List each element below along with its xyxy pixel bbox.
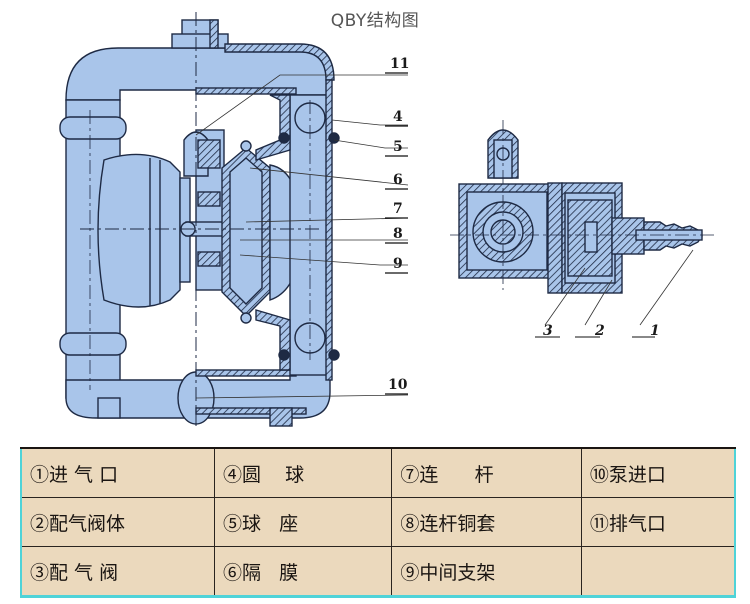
callout-7: 7 [393,201,403,217]
callout-5: 5 [393,139,403,155]
diagram-title: QBY结构图 [330,11,420,31]
right-pipe-wall [325,79,333,381]
valve-detail-view [450,120,715,294]
table-row: ①进 气 口 ④圆 球 ⑦连 杆 ⑩泵进口 [21,447,735,498]
pump-cross-section-diagram: 11 4 5 6 7 8 9 10 [59,12,715,430]
diaphragm-clamp-bottom [240,312,252,324]
left-pipe-collar-bottom [59,332,127,356]
part-11-exhaust: ⑪排气口 [580,497,735,547]
inlet-hatched-top [195,369,297,377]
valve-leader-lines [535,249,694,338]
valve-callouts: 3 2 1 [543,323,660,339]
callout-11: 11 [390,56,409,72]
part-10-pump-inlet: ⑩泵进口 [580,447,735,498]
manifold-hatched-inner [195,87,297,95]
main-callouts: 11 4 5 6 7 8 9 10 [385,56,409,395]
callout-9: 9 [393,256,403,272]
table-row: ②配气阀体 ⑤球 座 ⑧连杆铜套 ⑪排气口 [21,497,735,547]
callout-4: 4 [393,109,403,125]
part-6-diaphragm: ⑥隔 膜 [213,546,393,597]
cap-hatched-wall [209,19,219,49]
lower-seat-left [278,349,290,361]
part-5-ball-seat: ⑤球 座 [213,497,393,547]
upper-valve-housing [255,94,291,161]
part-1-intake: ①进 气 口 [21,447,215,498]
table-row: ③配 气 阀 ⑥隔 膜 ⑨中间支架 [21,546,735,597]
callout-3: 3 [543,323,553,339]
upper-seat-left [278,132,290,144]
left-foot [97,397,121,419]
inlet-hatched-bottom [195,407,307,415]
upper-seat-right [328,132,340,144]
part-7-connecting-rod: ⑦连 杆 [391,447,582,498]
center-hatched-3 [197,251,221,267]
center-hatched-2 [197,191,221,207]
main-leader-lines [195,74,409,399]
callout-2: 2 [594,323,605,339]
left-pipe-collar-top [59,116,127,140]
left-chamber [97,153,181,308]
valve-body-flange [547,182,563,294]
part-2-valve-body: ②配气阀体 [21,497,215,547]
parts-legend-table: ①进 气 口 ④圆 球 ⑦连 杆 ⑩泵进口 ②配气阀体 ⑤球 座 ⑧连杆铜套 ⑪… [20,447,736,598]
part-3-air-valve: ③配 气 阀 [21,546,215,597]
part-8-rod-bushing: ⑧连杆铜套 [391,497,582,547]
empty-cell [580,546,735,597]
callout-8: 8 [393,226,403,242]
outlet-cap-lower [171,33,229,49]
part-4-ball: ④圆 球 [213,447,393,498]
diaphragm-clamp-top [240,140,252,152]
part-9-center-bracket: ⑨中间支架 [391,546,582,597]
lower-seat-right [328,349,340,361]
right-foot [269,407,293,427]
callout-6: 6 [393,172,403,188]
main-pump-view [59,12,340,430]
center-hatched-1 [197,139,221,169]
lower-valve-housing [255,309,291,371]
right-diaphragm-inner [229,157,263,305]
valve-spool [584,221,598,253]
callout-10: 10 [388,377,408,393]
callout-1: 1 [650,323,660,339]
